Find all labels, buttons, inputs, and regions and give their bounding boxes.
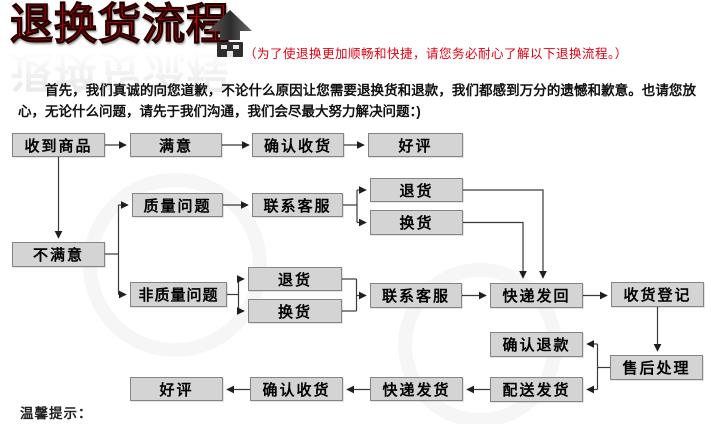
- flow-node-good-review: 好评: [368, 133, 463, 157]
- flow-node-receipt-registration: 收货登记: [611, 282, 704, 307]
- flow-node-express-shipping: 快递发货: [370, 377, 463, 401]
- flow-node-dispatch-shipping: 配送发货: [490, 377, 583, 402]
- flow-node-confirm-receipt-2: 确认收货: [250, 377, 343, 401]
- flow-node-exchange-goods-2: 换货: [248, 299, 342, 323]
- tips-label: 温馨提示：: [20, 406, 93, 421]
- flow-node-confirm-refund: 确认退款: [490, 332, 583, 357]
- header-subtitle: （为了使退换更加顺畅和快捷，请您务必耐心了解以下退换流程。）: [244, 47, 628, 61]
- flow-node-non-quality-issue: 非质量问题: [130, 282, 227, 307]
- page-title: 退换货流程: [10, 1, 230, 50]
- flow-node-contact-service-2: 联系客服: [370, 283, 462, 308]
- flow-node-good-review-2: 好评: [130, 377, 223, 401]
- flow-node-aftersales-processing: 售后处理: [610, 355, 703, 380]
- flow-node-exchange-goods: 换货: [370, 210, 463, 235]
- flow-node-return-goods: 退货: [370, 178, 463, 202]
- flow-node-satisfied: 满意: [130, 133, 222, 157]
- intro-text: 首先，我们真诚的向您道歉，不论什么原因让您需要退换货和退款，我们都感到万分的遗憾…: [18, 83, 696, 119]
- house-arrow-icon: [208, 10, 252, 57]
- flow-node-contact-service: 联系客服: [252, 193, 343, 217]
- flow-node-return-goods-2: 退货: [248, 267, 342, 291]
- flow-node-express-sendback: 快递发回: [490, 283, 583, 308]
- flow-node-received-goods: 收到商品: [12, 133, 105, 157]
- flow-node-unsatisfied: 不满意: [12, 242, 105, 267]
- flow-node-quality-issue: 质量问题: [132, 193, 223, 217]
- flow-node-confirm-receipt: 确认收货: [252, 133, 344, 157]
